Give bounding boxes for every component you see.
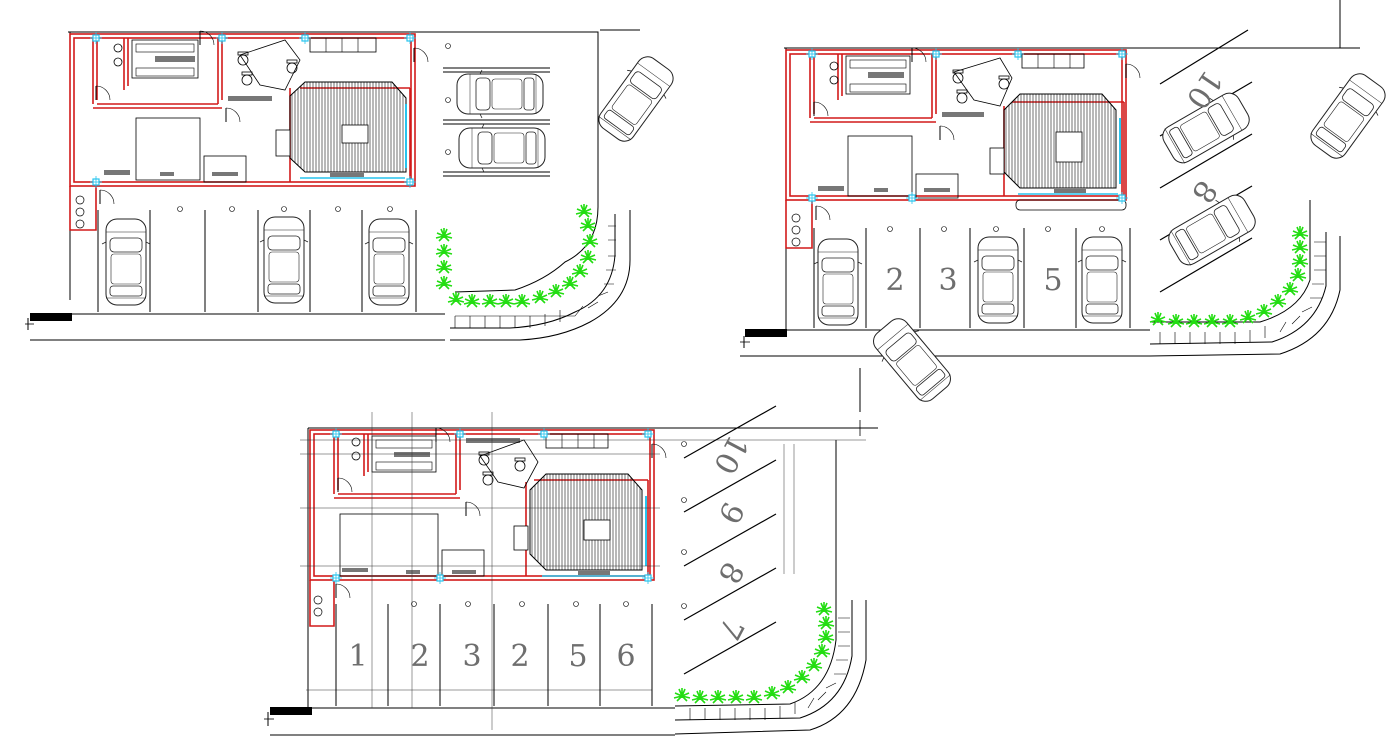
stall-number: 2 bbox=[885, 263, 904, 298]
stall-number: 5 bbox=[1043, 263, 1062, 298]
angled-stall-number: 10 bbox=[706, 429, 755, 479]
stall-number: 1 bbox=[348, 639, 367, 674]
stall-number: 2 bbox=[510, 639, 529, 674]
angled-stall-number: 7 bbox=[710, 612, 750, 645]
stall-number: 3 bbox=[462, 639, 481, 674]
stall-number: 6 bbox=[616, 639, 635, 674]
plan-top-left bbox=[25, 29, 682, 341]
plan-top-right: 2 3 5 10 8 bbox=[740, 0, 1392, 412]
angled-stall-number: 8 bbox=[1184, 174, 1224, 209]
stall-number: 3 bbox=[938, 263, 957, 298]
angled-stall-number: 9 bbox=[710, 496, 750, 529]
stall-number: 5 bbox=[568, 639, 587, 674]
plan-bottom: 1 2 3 2 5 6 10 9 8 7 bbox=[264, 405, 878, 736]
stall-number: 2 bbox=[410, 639, 429, 674]
angled-stall-number: 8 bbox=[710, 556, 750, 589]
